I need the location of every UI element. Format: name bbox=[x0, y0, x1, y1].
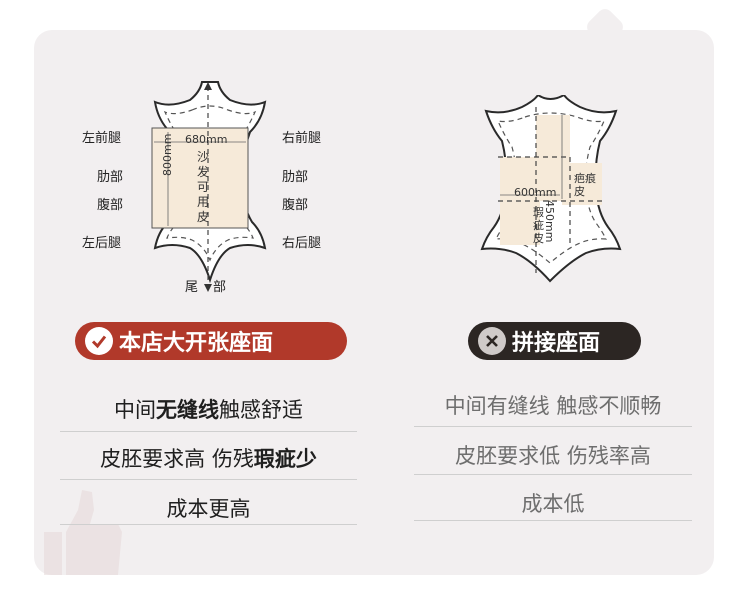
patchwork-hide-diagram bbox=[480, 95, 622, 283]
flaw-leather-label: 瑕疵皮 bbox=[533, 206, 544, 245]
x-circle-icon bbox=[478, 327, 506, 355]
height-dimension: 800mm bbox=[161, 133, 174, 176]
left-row-1-text: 中间 bbox=[114, 398, 156, 422]
right-divider bbox=[414, 426, 692, 427]
left-rib-label: 肋部 bbox=[97, 170, 124, 185]
right-belly-label: 腹部 bbox=[282, 198, 309, 213]
width-dimension: 680mm bbox=[185, 133, 228, 146]
right-rib-label: 肋部 bbox=[282, 170, 309, 185]
patch-width-dimension: 600mm bbox=[514, 186, 557, 199]
right-divider bbox=[414, 520, 692, 521]
right-feature-row: 中间有缝线 触感不顺畅 bbox=[444, 394, 662, 418]
store-seat-badge-label: 本店大开张座面 bbox=[119, 331, 274, 356]
left-feature-row: 皮胚要求高 伤残瑕疵少 bbox=[60, 438, 357, 478]
store-seat-badge: 本店大开张座面 bbox=[75, 322, 347, 360]
patchwork-seat-badge: 拼接座面 bbox=[468, 322, 641, 360]
left-divider bbox=[60, 524, 357, 525]
check-circle-icon bbox=[85, 327, 113, 355]
left-divider bbox=[60, 479, 357, 480]
tail-label-2: 部 bbox=[213, 280, 227, 295]
tail-label: 尾 bbox=[185, 280, 199, 295]
thumbs-up-icon bbox=[44, 490, 122, 575]
usable-leather-label: 沙发可用皮 bbox=[197, 150, 210, 224]
left-row-3-text: 成本更高 bbox=[166, 497, 251, 521]
left-row-2-text: 皮胚要求高 伤残 bbox=[100, 447, 254, 471]
left-belly-label: 腹部 bbox=[97, 198, 124, 213]
patchwork-seat-badge-label: 拼接座面 bbox=[512, 331, 601, 356]
left-row-1-bold: 无缝线 bbox=[156, 398, 219, 422]
right-feature-row: 成本低 bbox=[521, 492, 585, 516]
right-front-leg-label: 右前腿 bbox=[282, 131, 322, 146]
left-row-2-bold: 瑕疵少 bbox=[253, 447, 317, 471]
left-row-1-rest: 触感舒适 bbox=[219, 398, 303, 422]
left-divider bbox=[60, 431, 357, 432]
left-hind-leg-label: 左后腿 bbox=[82, 236, 122, 251]
right-divider bbox=[414, 474, 692, 475]
whole-hide-diagram bbox=[151, 81, 267, 292]
right-feature-row: 皮胚要求低 伤残率高 bbox=[455, 444, 651, 468]
left-feature-row: 中间无缝线 触感舒适 bbox=[60, 389, 357, 429]
left-feature-row: 成本更高 bbox=[60, 488, 357, 528]
scar-leather-label: 疤痕皮 bbox=[574, 172, 596, 198]
right-hind-leg-label: 右后腿 bbox=[282, 236, 322, 251]
left-front-leg-label: 左前腿 bbox=[82, 131, 122, 146]
